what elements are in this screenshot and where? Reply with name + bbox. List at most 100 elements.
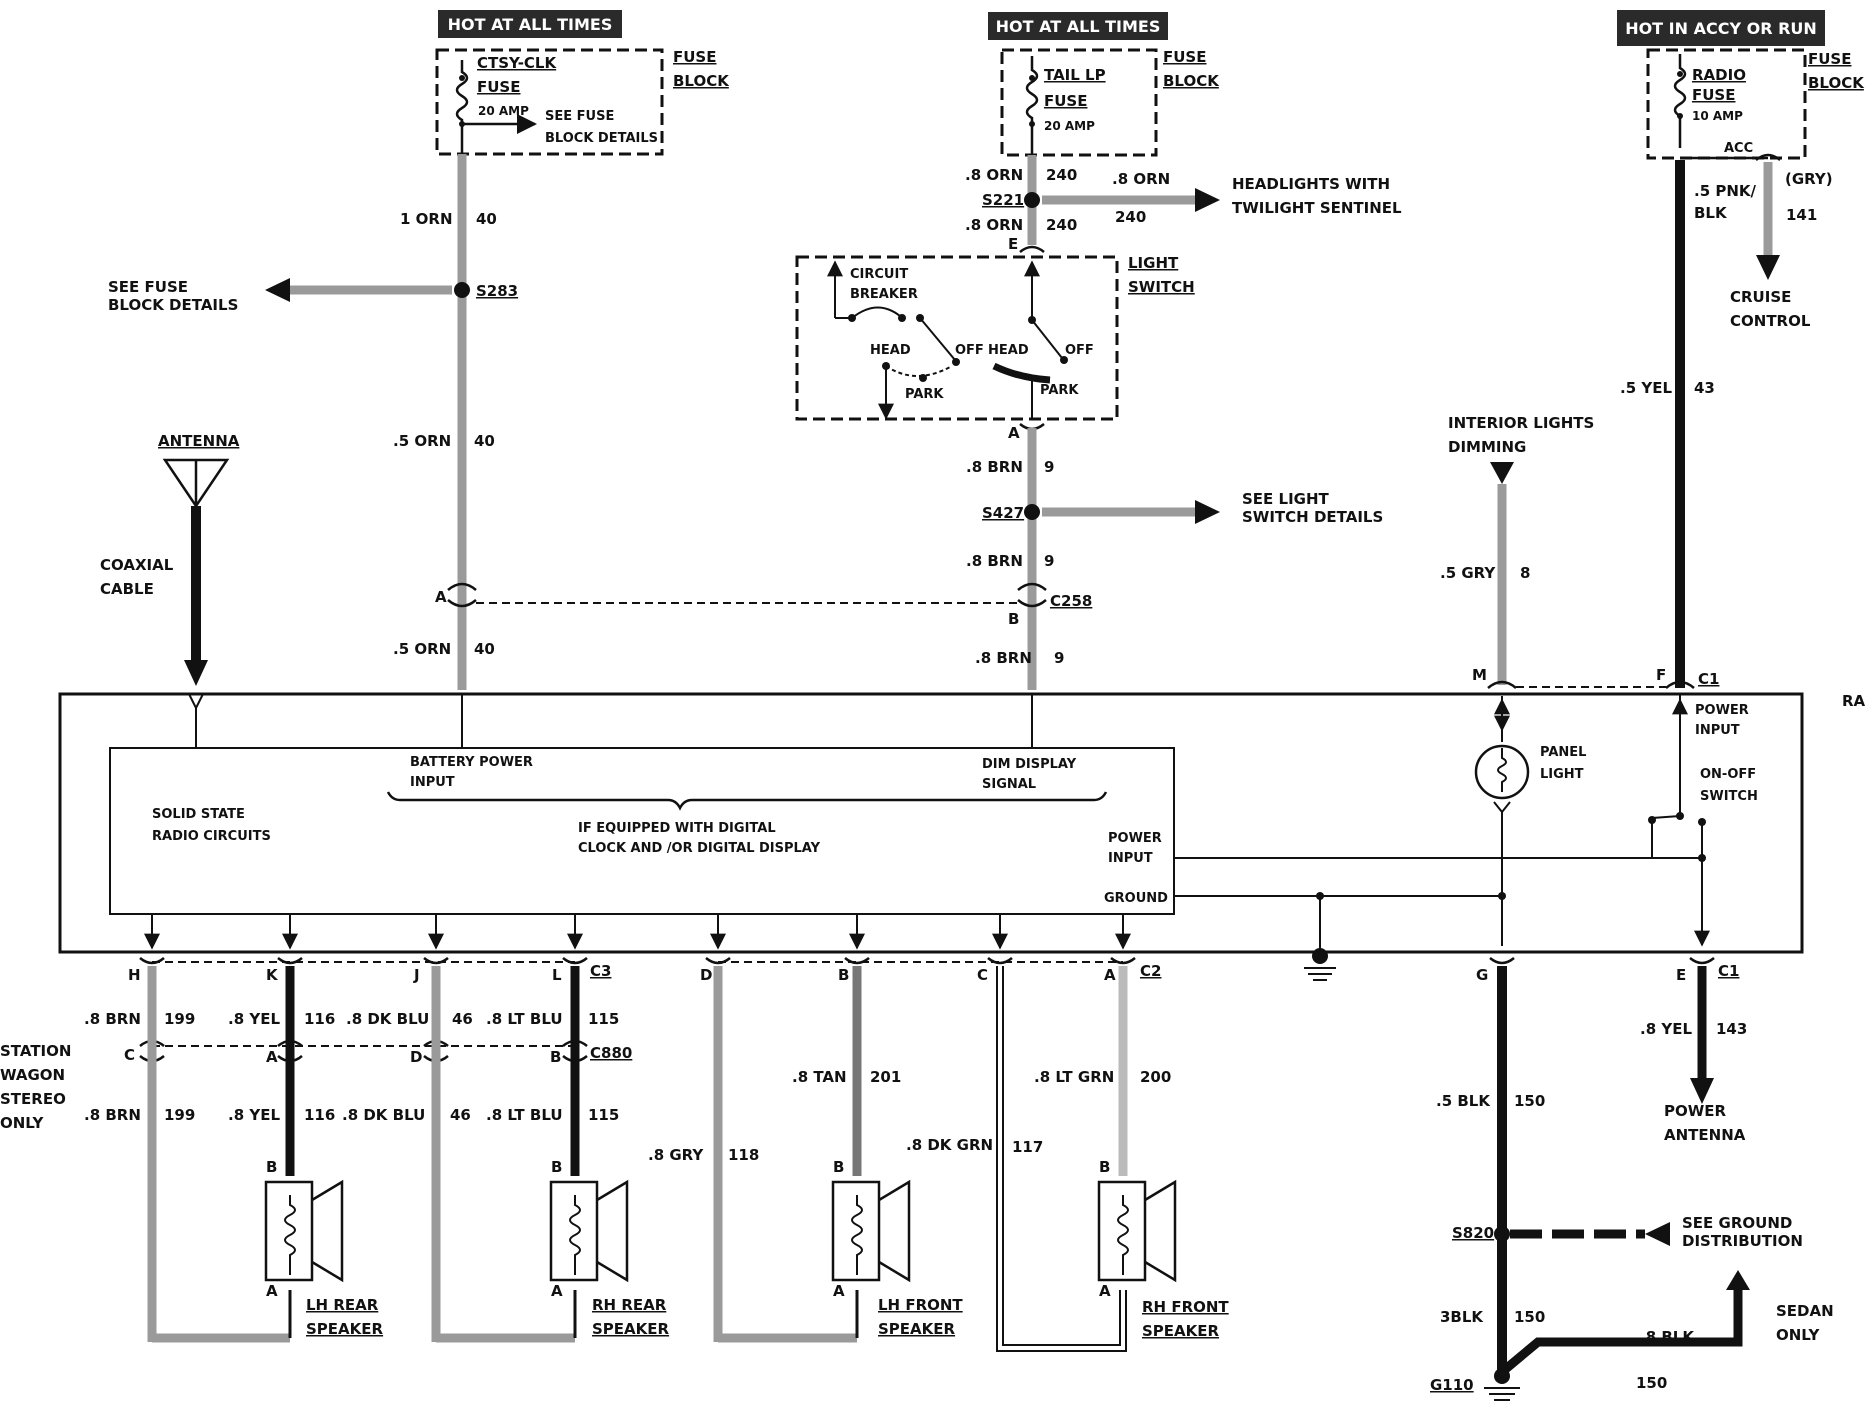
interior-lights-note: INTERIOR LIGHTS — [1448, 414, 1594, 432]
on-off-switch-label: SWITCH — [1700, 789, 1758, 804]
wire-150: .5 BLK 150 S820 SEE GROUND DISTRIBUTION … — [1430, 966, 1834, 1401]
circuit-breaker-label: CIRCUIT — [850, 267, 908, 282]
station-wagon-note: STATION WAGON STEREO ONLY — [0, 1042, 71, 1132]
pin-label: B — [838, 966, 849, 984]
switch-park-label: PARK — [905, 387, 944, 402]
wire-number: 9 — [1044, 552, 1054, 570]
speaker-label: RH FRONT — [1142, 1298, 1229, 1316]
switch-head-label: HEAD — [988, 343, 1029, 358]
cruise-control-note: CRUISE — [1730, 288, 1791, 306]
wire-number: 9 — [1054, 649, 1064, 667]
pin-label: E — [1008, 235, 1018, 253]
fuse-word: FUSE — [477, 78, 520, 96]
interior-lights-note: DIMMING — [1448, 438, 1526, 456]
wire-number: 46 — [452, 1010, 473, 1028]
wire-size: .8 DK GRN — [906, 1136, 993, 1154]
pin-label: C — [124, 1046, 135, 1064]
pin-label: F — [1656, 666, 1666, 684]
fuse-amp: 20 AMP — [478, 104, 529, 118]
connector-c880: C880 — [590, 1044, 632, 1062]
fuse-amp: 20 AMP — [1044, 119, 1095, 133]
dim-display-label: SIGNAL — [982, 777, 1036, 792]
solid-state-label: SOLID STATE — [152, 807, 245, 822]
wire-number: 43 — [1694, 379, 1715, 397]
pin-label: B — [1008, 610, 1019, 628]
connector-c1: C1 — [1718, 962, 1739, 980]
fuse-note: BLOCK DETAILS — [545, 131, 658, 146]
wire-number: 143 — [1716, 1020, 1747, 1038]
pin-label: E — [1676, 966, 1686, 984]
wire-size: .8 ORN — [1112, 170, 1170, 188]
coaxial-cable-label: COAXIAL — [100, 556, 174, 574]
pin-label: A — [1099, 1282, 1111, 1300]
switch-park-label: PARK — [1040, 383, 1079, 398]
wire-number: 150 — [1514, 1092, 1545, 1110]
power-input-label: POWER — [1695, 703, 1749, 718]
wire-number: 200 — [1140, 1068, 1171, 1086]
speaker-label: SPEAKER — [592, 1320, 670, 1338]
wire-size: 1 ORN — [400, 210, 453, 228]
wire-size: .8 DK BLU — [346, 1010, 429, 1028]
pin-label: B — [550, 1048, 561, 1066]
wire-size: .8 BRN — [966, 458, 1023, 476]
ctsy-clk-fuse-source: HOT AT ALL TIMES CTSY-CLK FUSE 20 AMP SE… — [435, 10, 730, 156]
wire-number: 115 — [588, 1106, 619, 1124]
fuse-name: RADIO — [1692, 66, 1746, 84]
wire-number: 150 — [1636, 1374, 1667, 1392]
fuse-block-label: BLOCK — [1808, 74, 1865, 92]
connector-c1: C1 — [1698, 670, 1719, 688]
wire-43: .5 YEL 43 F C1 — [1620, 160, 1719, 689]
pin-label: A — [551, 1282, 563, 1300]
fuse-name: TAIL LP — [1044, 66, 1106, 84]
inner-power-input-label: INPUT — [1108, 851, 1153, 866]
wire-size: .8 BRN — [84, 1010, 141, 1028]
connector-c3: C3 — [590, 962, 611, 980]
wire-number: 150 — [1514, 1308, 1545, 1326]
wire-size: .8 BRN — [975, 649, 1032, 667]
header-mid-text: HOT AT ALL TIMES — [996, 17, 1161, 36]
cruise-control-note: CONTROL — [1730, 312, 1811, 330]
station-wagon-label: STEREO — [0, 1090, 66, 1108]
fuse-block-label: FUSE — [1163, 48, 1206, 66]
pin-label: A — [833, 1282, 845, 1300]
station-wagon-label: WAGON — [0, 1066, 65, 1084]
power-antenna-label: POWER — [1664, 1102, 1727, 1120]
switch-off-label: OFF — [1065, 343, 1094, 358]
wire-9: A .8 BRN 9 S427 SEE LIGHT SWITCH DETAILS… — [966, 423, 1383, 690]
speaker-label: SPEAKER — [306, 1320, 384, 1338]
fuse-block-label: FUSE — [1808, 50, 1851, 68]
acc-label: ACC — [1724, 141, 1753, 156]
wire-number: 9 — [1044, 458, 1054, 476]
header-right-text: HOT IN ACCY OR RUN — [1625, 19, 1817, 38]
power-antenna-label: ANTENNA — [1664, 1126, 1746, 1144]
pin-label: M — [1472, 666, 1487, 684]
dim-display-label: DIM DISPLAY — [982, 757, 1077, 772]
wire-size: .8 LT GRN — [1034, 1068, 1114, 1086]
speaker-label: RH REAR — [592, 1296, 667, 1314]
battery-power-input-label: INPUT — [410, 775, 455, 790]
wire-number: 116 — [304, 1010, 335, 1028]
radio-unit: RADIO BATTERY POWER INPUT DIM DISPLAY SI… — [58, 692, 1866, 981]
wire-size: .5 ORN — [393, 640, 451, 658]
pin-label: B — [551, 1158, 562, 1176]
speaker-label: LH FRONT — [878, 1296, 963, 1314]
tail-lp-fuse-source: HOT AT ALL TIMES TAIL LP FUSE 20 AMP FUS… — [988, 12, 1220, 157]
panel-light-label: LIGHT — [1540, 767, 1584, 782]
wire-number: 201 — [870, 1068, 901, 1086]
sedan-only-label: SEDAN — [1776, 1302, 1834, 1320]
rh-front-speaker: B A RH FRONT SPEAKER — [1097, 1158, 1229, 1340]
wire-number: 116 — [304, 1106, 335, 1124]
connector-c258: C258 — [1050, 592, 1092, 610]
light-switch-title: LIGHT — [1128, 254, 1179, 272]
wire-size: .8 BRN — [84, 1106, 141, 1124]
wire-143: .8 YEL 143 POWER ANTENNA — [1640, 966, 1747, 1144]
see-fuse-note: SEE FUSE — [108, 278, 188, 296]
wire-size: .8 BRN — [966, 552, 1023, 570]
antenna: ANTENNA COAXIAL CABLE — [100, 432, 240, 686]
pin-label: D — [410, 1048, 422, 1066]
headlights-note: HEADLIGHTS WITH — [1232, 175, 1390, 193]
coaxial-cable-label: CABLE — [100, 580, 154, 598]
lh-rear-speaker: B A LH REAR SPEAKER — [264, 1158, 384, 1338]
speaker-wires — [147, 966, 1128, 1352]
